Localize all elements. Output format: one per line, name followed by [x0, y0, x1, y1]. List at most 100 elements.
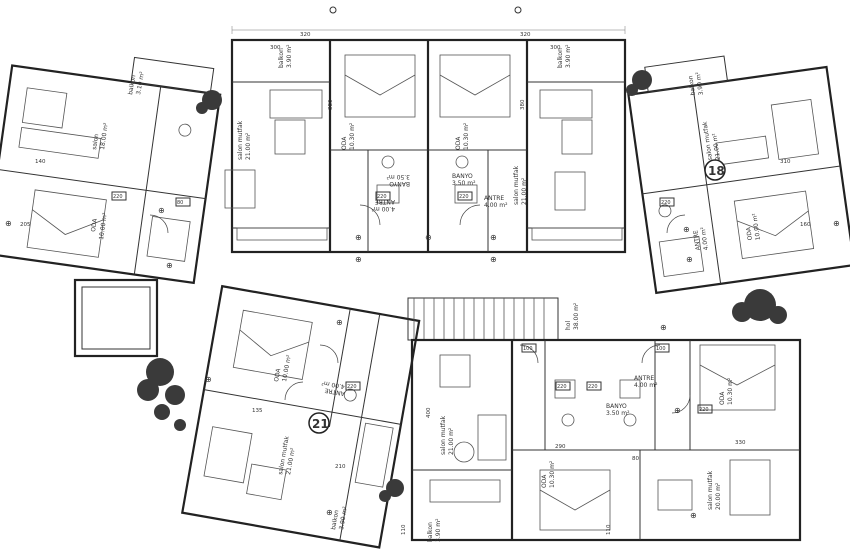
balcony-area: 3.90 m²	[286, 44, 293, 68]
living-area: 21.00 m²	[521, 177, 528, 205]
room-area: 10.00 m²	[98, 212, 109, 241]
bath-area: 3.50 m²	[606, 410, 630, 417]
marker-icon: ⊕	[660, 323, 667, 332]
room-name: ODA	[719, 391, 726, 405]
room-name: ODA	[541, 474, 548, 488]
room-name: ODA	[341, 136, 348, 150]
marker-icon: ⊕	[690, 511, 697, 520]
dimension: 400	[426, 407, 432, 418]
balcony-name: balkon	[687, 75, 697, 96]
balcony-name: balkon	[127, 74, 137, 95]
living-name: salon mutfak	[237, 120, 244, 160]
section-markers: ⊕ ⊕ ⊕ ⊕ ⊕ ⊕ ⊕ ⊕ ⊕ ⊕ ⊕ ⊕ ⊕ ⊕ ⊕ ⊕ ⊕	[5, 206, 840, 520]
dimension: 380	[520, 99, 526, 110]
living-name: salon mutfak	[513, 165, 520, 205]
tree-icon	[732, 289, 787, 324]
bath-name: BANYO	[452, 173, 473, 180]
living-name: salon mutfak	[707, 470, 714, 510]
balcony-name: balkon	[278, 48, 285, 68]
dimension: 320	[520, 32, 531, 38]
living-area: 21.00 m²	[245, 132, 252, 160]
room-name: ODA	[745, 226, 754, 241]
room-name: ODA	[90, 217, 99, 232]
room-area: 10.30 m²	[727, 377, 734, 405]
balcony-area: 3.90 m²	[435, 518, 442, 542]
landscape-trees	[137, 70, 787, 502]
room-area: 10.00 m²	[751, 212, 762, 241]
marker-icon: ⊕	[490, 255, 497, 264]
room-area: 10.30 m²	[463, 122, 470, 150]
dimension: 330	[735, 440, 746, 446]
marker-icon: ⊕	[5, 219, 12, 228]
top-wing	[0, 6, 850, 295]
door-code: 220	[377, 194, 387, 200]
tree-icon	[379, 479, 404, 502]
entry-area: 4.00 m²	[484, 202, 508, 209]
balcony-area: 3.90 m²	[338, 505, 349, 530]
dimension: 310	[780, 159, 791, 165]
door-swings	[149, 204, 691, 414]
door-code: 100	[523, 346, 533, 352]
dimension: 160	[800, 222, 811, 228]
entry-area: 4.00 m²	[700, 226, 710, 251]
bottom-wing	[73, 278, 802, 549]
marker-icon: ⊕	[833, 219, 840, 228]
entry-area: 4.00 m²	[320, 379, 345, 390]
room-labels: balkon 3.90 m² salon mutfak 21.00 m² ODA…	[90, 44, 762, 542]
living-name: salon mutfak	[440, 415, 447, 455]
living-area: 18.00 m²	[99, 122, 110, 151]
entry-name: ANTRE	[634, 375, 654, 382]
hall-name: hol	[565, 321, 572, 330]
dimension: 290	[555, 444, 566, 450]
dimension: 380	[328, 99, 334, 110]
balcony-area: 3.90 m²	[565, 44, 572, 68]
marker-icon: ⊕	[336, 318, 343, 327]
room-area: 10.30 m²	[549, 460, 556, 488]
balcony-area: 3.90 m²	[695, 71, 705, 96]
marker-icon: ⊕	[674, 406, 681, 415]
marker-icon: ⊕	[683, 225, 690, 234]
door-code: 220	[557, 384, 567, 390]
entry-area: 4.00 m²	[634, 382, 658, 389]
dimension: 110	[606, 524, 612, 535]
marker-icon: ⊕	[490, 233, 497, 242]
block-number-top: 18	[704, 159, 726, 181]
dimension: 135	[252, 408, 263, 414]
hall-area: 38.00 m²	[573, 302, 580, 330]
block-number-label: 21	[312, 417, 329, 431]
tree-icon	[137, 358, 186, 431]
door-code-tags: 220 80 220 220 220 220 220 220 100 100 2…	[111, 191, 713, 414]
dimension: 80	[632, 456, 639, 462]
dimension: 140	[35, 159, 46, 165]
marker-icon: ⊕	[166, 261, 173, 270]
dimension: 110	[401, 524, 407, 535]
dimension: 300	[270, 45, 281, 51]
entry-name: ANTRE	[375, 198, 395, 205]
tree-icon	[196, 90, 222, 114]
living-area: 21.00 m²	[285, 447, 297, 476]
entry-area: 4.00 m²	[371, 205, 395, 212]
bath-area: 3.50 m²	[452, 180, 476, 187]
door-code: 220	[347, 384, 357, 390]
marker-icon: ⊕	[355, 233, 362, 242]
dimension-labels: 300 320 380 300 320 380 140 310 290 330 …	[20, 32, 811, 535]
door-code: 100	[656, 346, 666, 352]
door-code: 220	[588, 384, 598, 390]
tree-icon	[626, 70, 652, 96]
balcony-name: balkon	[427, 522, 434, 542]
living-name: salon	[91, 133, 100, 150]
dimension: 320	[300, 32, 311, 38]
room-name: ODA	[273, 367, 282, 382]
room-area: 10.30 m²	[349, 122, 356, 150]
marker-icon: ⊕	[425, 233, 432, 242]
dimension: 210	[335, 464, 346, 470]
entry-name: ANTRE	[324, 386, 345, 396]
balcony-area: 3.10 m²	[135, 70, 146, 95]
door-code: 220	[661, 200, 671, 206]
room-name: ODA	[455, 136, 462, 150]
block-number-label: 18	[708, 164, 725, 178]
entry-name: ANTRE	[484, 195, 504, 202]
balcony-name: balkon	[330, 509, 340, 530]
dimension: 300	[550, 45, 561, 51]
